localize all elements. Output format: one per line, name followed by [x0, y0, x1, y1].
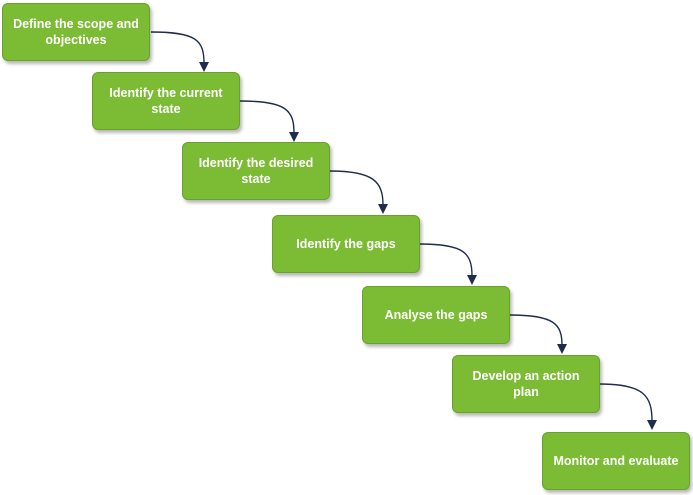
- arrowhead-current-to-desired: [289, 132, 299, 142]
- arrowhead-desired-to-gaps: [378, 204, 388, 214]
- step-identify-gaps: Identify the gaps: [272, 215, 420, 273]
- connector-plan-to-monitor: [599, 383, 653, 422]
- step-label: Identify the current state: [109, 86, 223, 116]
- connector-desired-to-gaps: [329, 170, 384, 206]
- step-label: Develop an action plan: [472, 369, 580, 399]
- connector-scope-to-current: [150, 31, 205, 64]
- arrowhead-scope-to-current: [199, 62, 209, 72]
- arrowhead-analyse-to-plan: [557, 344, 567, 354]
- connector-current-to-desired: [239, 100, 295, 134]
- step-define-scope: Define the scope and objectives: [2, 3, 150, 61]
- step-identify-current-state: Identify the current state: [92, 72, 240, 130]
- step-label: Analyse the gaps: [384, 308, 488, 322]
- connector-analyse-to-plan: [509, 314, 563, 346]
- arrowhead-gaps-to-analyse: [467, 275, 477, 285]
- step-label: Define the scope and objectives: [13, 17, 139, 47]
- step-identify-desired-state: Identify the desired state: [182, 142, 330, 200]
- step-develop-action-plan: Develop an action plan: [452, 355, 600, 413]
- step-monitor-evaluate: Monitor and evaluate: [542, 432, 690, 490]
- arrowhead-plan-to-monitor: [647, 420, 657, 430]
- step-label: Identify the gaps: [296, 237, 396, 251]
- connector-gaps-to-analyse: [419, 243, 473, 277]
- step-label: Monitor and evaluate: [553, 454, 679, 468]
- step-label: Identify the desired state: [198, 156, 314, 186]
- step-analyse-gaps: Analyse the gaps: [362, 286, 510, 344]
